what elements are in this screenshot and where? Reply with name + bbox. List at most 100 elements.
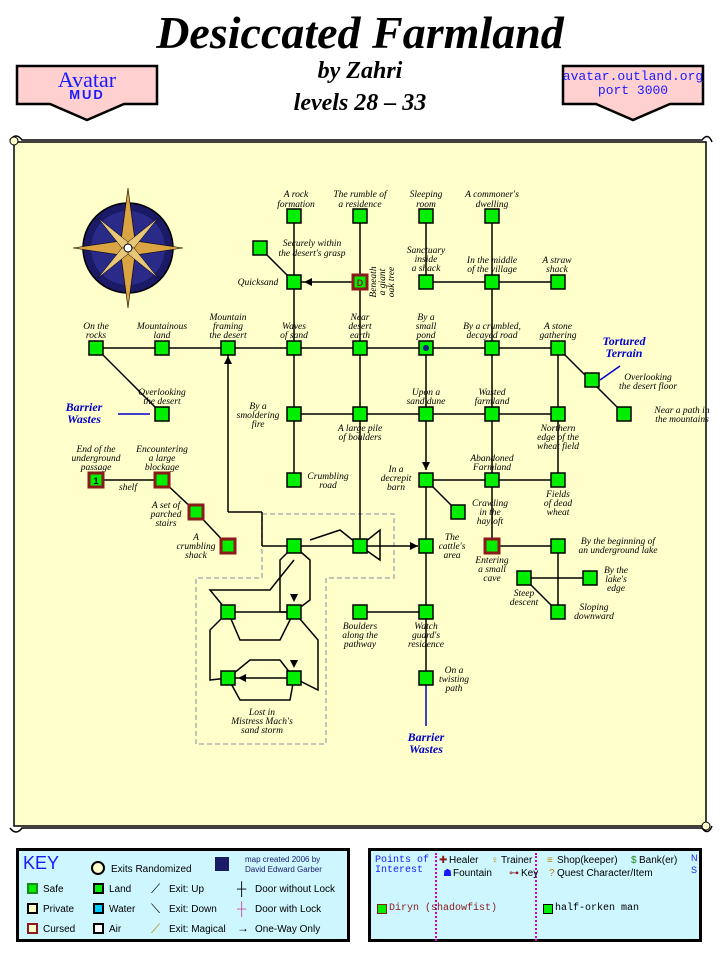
label-r1b: formation [277,199,315,210]
room-r7[interactable] [351,273,369,291]
room-r17[interactable] [484,340,500,356]
room-r31[interactable] [484,472,500,488]
label-r26a: Northern [540,424,576,434]
room-r45c[interactable] [220,604,236,620]
label-r40c: edge [607,584,625,594]
key-private: Private [43,904,75,915]
exit-barrier-wastes-west-a[interactable]: Barrier [65,400,103,414]
room-r9[interactable] [484,274,500,290]
map-title: Desiccated Farmland [156,7,564,58]
room-r8[interactable] [418,274,434,290]
room-r10[interactable] [550,274,566,290]
room-r29[interactable] [286,472,302,488]
label-r30a: In a [387,465,403,475]
room-r25[interactable] [484,406,500,422]
room-r18[interactable] [550,340,566,356]
label-r18b: gathering [540,331,577,341]
rooms [87,208,632,686]
room-r21[interactable] [154,406,170,422]
room-r26[interactable] [550,406,566,422]
room-r6[interactable] [286,274,302,290]
room-r43[interactable] [418,604,434,620]
room-r4[interactable] [484,208,500,224]
room-r13[interactable] [220,340,236,356]
room-r11[interactable] [88,340,104,356]
room-r22[interactable] [286,406,302,422]
room-r45b[interactable] [352,538,368,554]
label-r38b: an underground lake [579,546,658,556]
room-r1[interactable] [286,208,302,224]
room-r45a[interactable] [286,538,302,554]
label-r20a: Near a path in [653,406,709,416]
key-one-way: One-Way Only [255,924,321,935]
poi-healer: Healer [449,855,479,866]
room-r5[interactable] [252,240,268,256]
exit-barrier-wastes-south-a[interactable]: Barrier [407,730,445,744]
room-r20[interactable] [616,406,632,422]
room-r44[interactable] [418,670,434,686]
room-r45e[interactable] [220,670,236,686]
room-r35[interactable] [219,537,237,555]
exit-tortured-terrain-b[interactable]: Terrain [606,346,643,360]
exit-tortured-terrain-a[interactable]: Tortured [603,334,647,348]
label-r16a: By a [417,313,434,323]
label-r15b: desert [348,322,372,332]
label-r21a: Overlooking [138,388,186,398]
map-author: by Zahri [317,58,403,84]
server-banner[interactable]: avatar.outland.org port 3000 [560,64,706,124]
room-r2[interactable] [352,208,368,224]
room-r24[interactable] [418,406,434,422]
room-r30[interactable] [418,472,434,488]
room-r19[interactable] [584,372,600,388]
label-r45c: sand storm [241,726,283,736]
poi-entry-half-orken: half-orken man [555,903,640,914]
room-r45f[interactable] [286,670,302,686]
room-r40[interactable] [582,570,598,586]
poi-quest: Quest Character/Item [557,868,653,879]
room-r32[interactable] [550,472,566,488]
label-r19b: the desert floor [619,381,677,392]
room-r33[interactable] [187,503,205,521]
room-r45d[interactable] [286,604,302,620]
one-way-icon: → [237,921,249,935]
label-r44b: twisting [439,675,469,685]
svg-text:By a crumbled,decayed road: By a crumbled,decayed road [463,322,521,341]
arrow-icon [238,674,246,682]
room-r28[interactable] [153,471,171,489]
room-r27[interactable] [87,471,105,489]
label-r8a: Sanctuary [407,246,446,256]
room-r37[interactable] [483,537,501,555]
room-r41[interactable] [550,604,566,620]
room-r12[interactable] [154,340,170,356]
label-r20b: the mountains [655,415,709,425]
room-r42[interactable] [352,604,368,620]
label-r3b: room [416,200,436,210]
avatar-mud-banner[interactable]: Avatar MUD [14,64,160,124]
label-r27a: End of the [75,444,115,455]
room-r15[interactable] [352,340,368,356]
trainer-icon: ♀ [491,855,499,866]
label-r6: Quicksand [238,278,279,288]
room-r38[interactable] [550,538,566,554]
poi-bank: Bank(er) [639,855,678,866]
room-r34[interactable] [450,504,466,520]
room-r36[interactable] [418,538,434,554]
label-r32a: Fields [545,490,570,500]
room-r39[interactable] [516,570,532,586]
map-levels: levels 28 – 33 [293,90,427,116]
exit-barrier-wastes-west-b[interactable]: Wastes [67,412,101,426]
room-r14[interactable] [286,340,302,356]
label-r1a: A rock [283,190,309,200]
room-r3[interactable] [418,208,434,224]
exit-barrier-wastes-south-b[interactable]: Wastes [409,742,443,756]
key-land: Land [109,884,132,895]
room-r23[interactable] [352,406,368,422]
label-r19a: Overlooking [624,373,672,383]
